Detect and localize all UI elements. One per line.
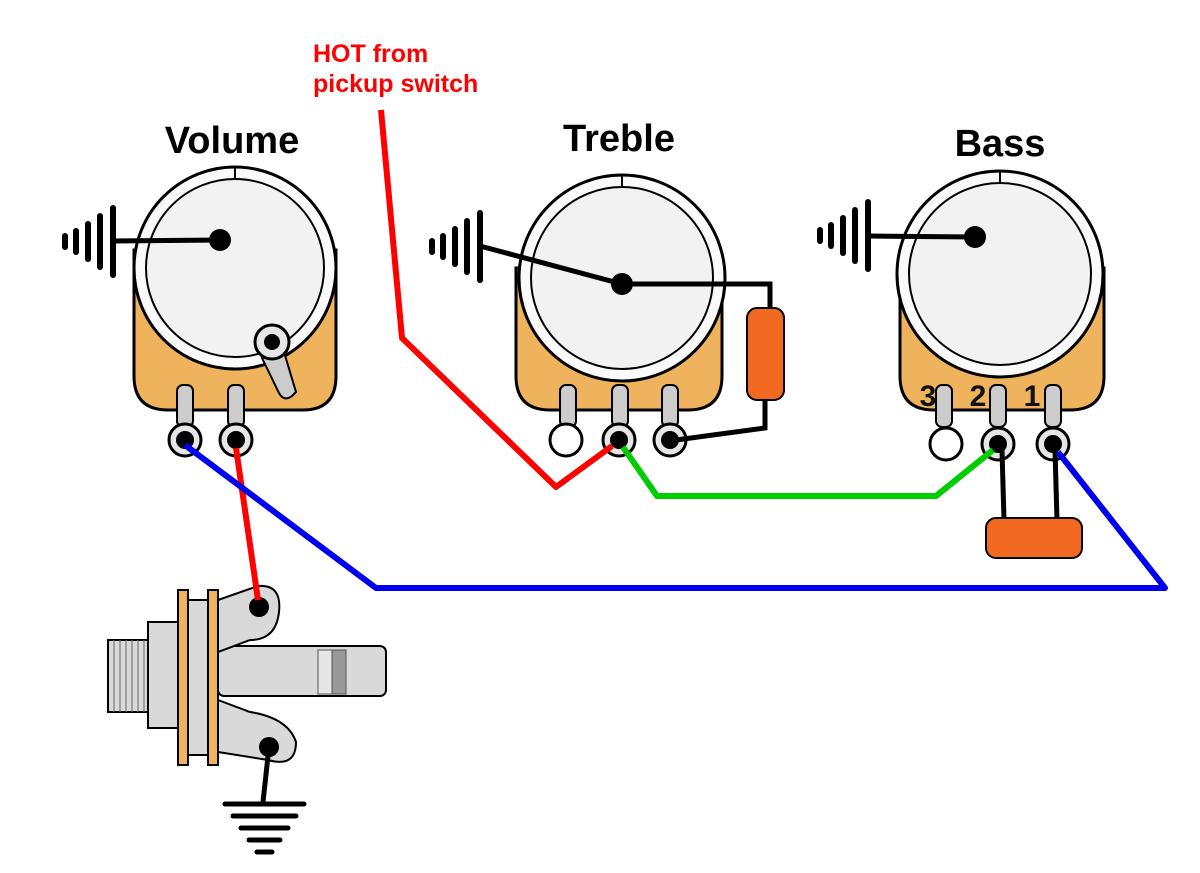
treble-pot [429, 173, 785, 458]
treble-title: Treble [563, 118, 675, 160]
treble-ground-icon [429, 210, 483, 283]
bass-capacitor [985, 517, 1083, 559]
jack-tip-lug [217, 584, 281, 654]
volume-title: Volume [165, 120, 299, 162]
hot-note-line2: pickup switch [313, 70, 478, 98]
bass-pot [817, 169, 1106, 559]
bass-ground-icon [817, 199, 871, 272]
bass-lug-3 [928, 426, 964, 462]
volume-ground-icon [62, 205, 116, 278]
jack-thread [107, 639, 151, 713]
output-jack [107, 584, 387, 855]
bass-title: Bass [955, 123, 1046, 165]
bass-lug-number-1: 1 [1024, 380, 1041, 413]
jack-sleeve-lug [217, 698, 298, 763]
bass-lug-number-2: 2 [970, 380, 987, 413]
bass-pot-face [908, 182, 1092, 366]
volume-pot [62, 165, 338, 458]
link-wire [620, 445, 995, 499]
bass-lug-number-3: 3 [920, 380, 937, 413]
hot-note-line1: HOT from [313, 40, 428, 68]
ground-wire [183, 442, 1168, 591]
volume-pot-face [145, 178, 325, 358]
hot-wire [378, 109, 614, 490]
treble-lug-3 [548, 422, 584, 458]
output-wire [233, 447, 261, 601]
volume-pot-ground-tab [260, 350, 298, 400]
jack-ground-icon [222, 801, 307, 855]
treble-capacitor [746, 307, 785, 401]
